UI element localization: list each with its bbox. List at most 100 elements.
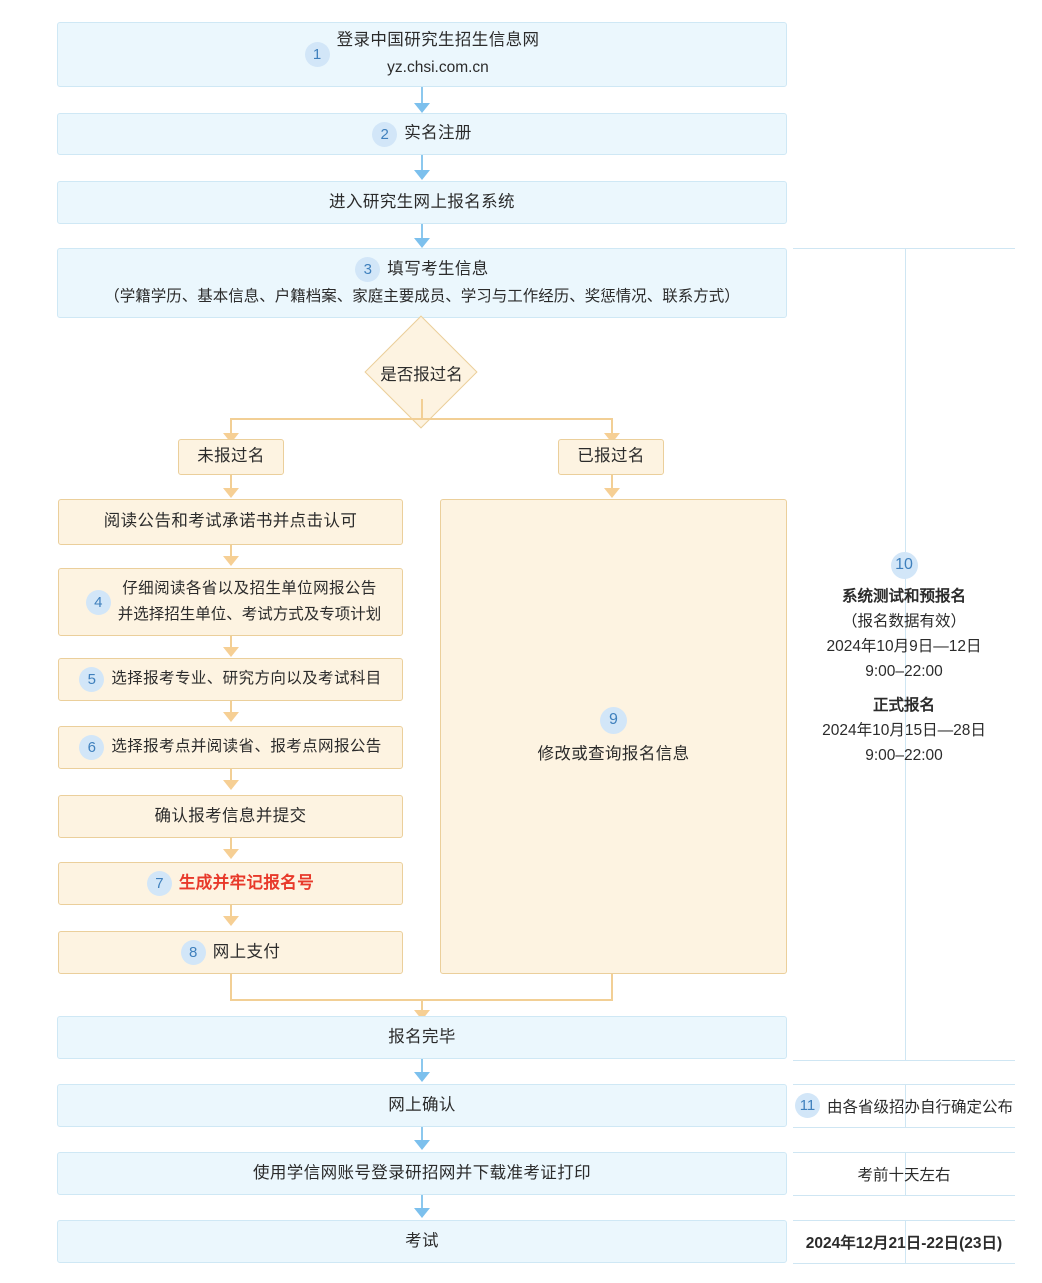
arrowhead-ticket-exam [414,1208,430,1218]
node-online-confirmation[interactable]: 网上确认 [57,1084,787,1127]
node-exam-label: 考试 [405,1231,439,1250]
node-decision-label: 是否报过名 [380,366,463,384]
sidebar-divider-2 [793,1084,1015,1085]
arrowhead-4-5 [223,647,239,657]
node-read-notice-label: 阅读公告和考试承诺书并点击认可 [103,512,358,531]
node-step8-online-payment[interactable]: 8 网上支付 [58,931,403,974]
node-step1-login[interactable]: 1 登录中国研究生招生信息网 yz.chsi.com.cn [57,22,787,87]
sidebar-divider-1 [793,1060,1015,1061]
connector-confirm-ticket [421,1127,423,1141]
arrowhead-confirm-7 [223,849,239,859]
connector-7-8 [230,905,232,917]
arrowhead-split-right [604,433,620,443]
connector-right-to-panel9 [611,475,613,489]
sidebar-step10-title2: 正式报名 [872,697,935,715]
connector-1-2 [421,87,423,105]
sidebar-divider-3 [793,1127,1015,1128]
sidebar-divider-5 [793,1195,1015,1196]
node-step9-label: 修改或查询报名信息 [537,744,690,763]
node-step4-line1: 仔细阅读各省以及招生单位网报公告 [122,579,377,597]
step-number-badge-6: 6 [79,735,105,760]
node-step3-label: 填写考生信息 [387,259,489,278]
sidebar-step10-date1: 2024年10月9日—12日 [826,637,982,655]
node-enter-system[interactable]: 进入研究生网上报名系统 [57,181,787,224]
node-step2-label: 实名注册 [404,124,472,143]
connector-split-right [611,418,613,434]
node-step4-read-announcements[interactable]: 4 仔细阅读各省以及招生单位网报公告 并选择招生单位、考试方式及专项计划 [58,568,403,636]
connector-notice-4 [230,545,232,557]
connector-4-5 [230,636,232,648]
node-enter-system-label: 进入研究生网上报名系统 [329,192,515,211]
step-number-badge-10: 10 [890,551,918,579]
connector-merge-stem [421,999,423,1011]
node-branch-already-registered-label: 已报过名 [577,447,645,466]
node-step4-line2: 并选择招生单位、考试方式及专项计划 [117,606,382,623]
connector-left-to-notice [230,475,232,489]
step-number-badge-7: 7 [146,871,172,896]
sidebar-item-ticket-time: 考前十天左右 [793,1152,1015,1195]
arrowhead-2-3 [414,170,430,180]
sidebar-step10-time1: 9:00–22:00 [865,662,943,680]
step-number-badge-4: 4 [85,589,111,615]
arrowhead-3 [414,238,430,248]
connector-split-left [230,418,232,434]
node-download-admission-ticket[interactable]: 使用学信网账号登录研招网并下载准考证打印 [57,1152,787,1195]
sidebar-divider-vertical-3 [905,1152,906,1195]
connector-6-confirm [230,769,232,781]
arrowhead-7-8 [223,916,239,926]
connector-merge-right [611,974,613,1001]
node-confirm-submit[interactable]: 确认报考信息并提交 [58,795,403,838]
node-step7-label: 生成并牢记报名号 [178,873,315,892]
node-read-notice[interactable]: 阅读公告和考试承诺书并点击认可 [58,499,403,545]
arrowhead-6-confirm [223,780,239,790]
step-number-badge-1: 1 [304,41,330,67]
sidebar-step10-note: （报名数据有效） [841,612,966,630]
sidebar-item-exam-time: 2024年12月21日-22日(23日) [793,1220,1015,1263]
node-branch-not-registered[interactable]: 未报过名 [178,439,284,475]
step-number-badge-9: 9 [600,706,627,734]
node-registration-complete-label: 报名完毕 [388,1027,456,1046]
sidebar-step10-title: 系统测试和预报名 [841,587,966,605]
node-registration-complete[interactable]: 报名完毕 [57,1016,787,1059]
arrowhead-merge [414,1010,430,1020]
arrowhead-left-to-notice [223,488,239,498]
arrowhead-1-2 [414,103,430,113]
sidebar-item-step10: 10 系统测试和预报名 （报名数据有效） 2024年10月9日—12日 9:00… [793,551,1015,764]
node-step1-line1: 登录中国研究生招生信息网 [336,31,540,50]
node-branch-already-registered[interactable]: 已报过名 [558,439,664,475]
node-branch-not-registered-label: 未报过名 [197,447,265,466]
sidebar-divider-6 [793,1220,1015,1221]
sidebar-exam-time-label: 2024年12月21日-22日(23日) [805,1234,1003,1252]
sidebar-step11-label: 由各省级招办自行确定公布 [826,1098,1013,1116]
step-number-badge-2: 2 [372,121,398,147]
node-exam[interactable]: 考试 [57,1220,787,1263]
step-number-badge-8: 8 [180,940,206,965]
sidebar-divider-7 [793,1263,1015,1264]
connector-ticket-exam [421,1195,423,1209]
sidebar-divider-vertical-1 [905,248,906,1060]
node-step5-choose-major[interactable]: 5 选择报考专业、研究方向以及考试科目 [58,658,403,701]
connector-3 [421,224,423,239]
node-step2-register[interactable]: 2 实名注册 [57,113,787,155]
sidebar-divider-vertical-2 [905,1084,906,1127]
step-number-badge-11: 11 [794,1093,820,1118]
node-step9-modify-query[interactable]: 9 修改或查询报名信息 [440,499,787,974]
node-online-confirmation-label: 网上确认 [388,1095,456,1114]
node-step1-line2: yz.chsi.com.cn [387,59,489,77]
node-step3-detail: （学籍学历、基本信息、户籍档案、家庭主要成员、学习与工作经历、奖惩情况、联系方式… [104,288,740,306]
connector-split-bar [230,418,612,420]
node-step7-registration-number[interactable]: 7 生成并牢记报名号 [58,862,403,905]
sidebar-step10-time2: 9:00–22:00 [865,747,943,765]
connector-confirm-7 [230,838,232,850]
arrowhead-split-left [223,433,239,443]
step-number-badge-5: 5 [79,667,105,692]
arrowhead-notice-4 [223,556,239,566]
node-step8-label: 网上支付 [212,942,281,961]
node-step6-label: 选择报考点并阅读省、报考点网报公告 [111,738,382,756]
node-step3-fill-info[interactable]: 3 填写考生信息 （学籍学历、基本信息、户籍档案、家庭主要成员、学习与工作经历、… [57,248,787,318]
node-step6-choose-exam-site[interactable]: 6 选择报考点并阅读省、报考点网报公告 [58,726,403,769]
node-decision-registered-before[interactable]: 是否报过名 [364,315,479,429]
sidebar-step10-date2: 2024年10月15日—28日 [822,722,986,740]
arrowhead-confirm-ticket [414,1140,430,1150]
